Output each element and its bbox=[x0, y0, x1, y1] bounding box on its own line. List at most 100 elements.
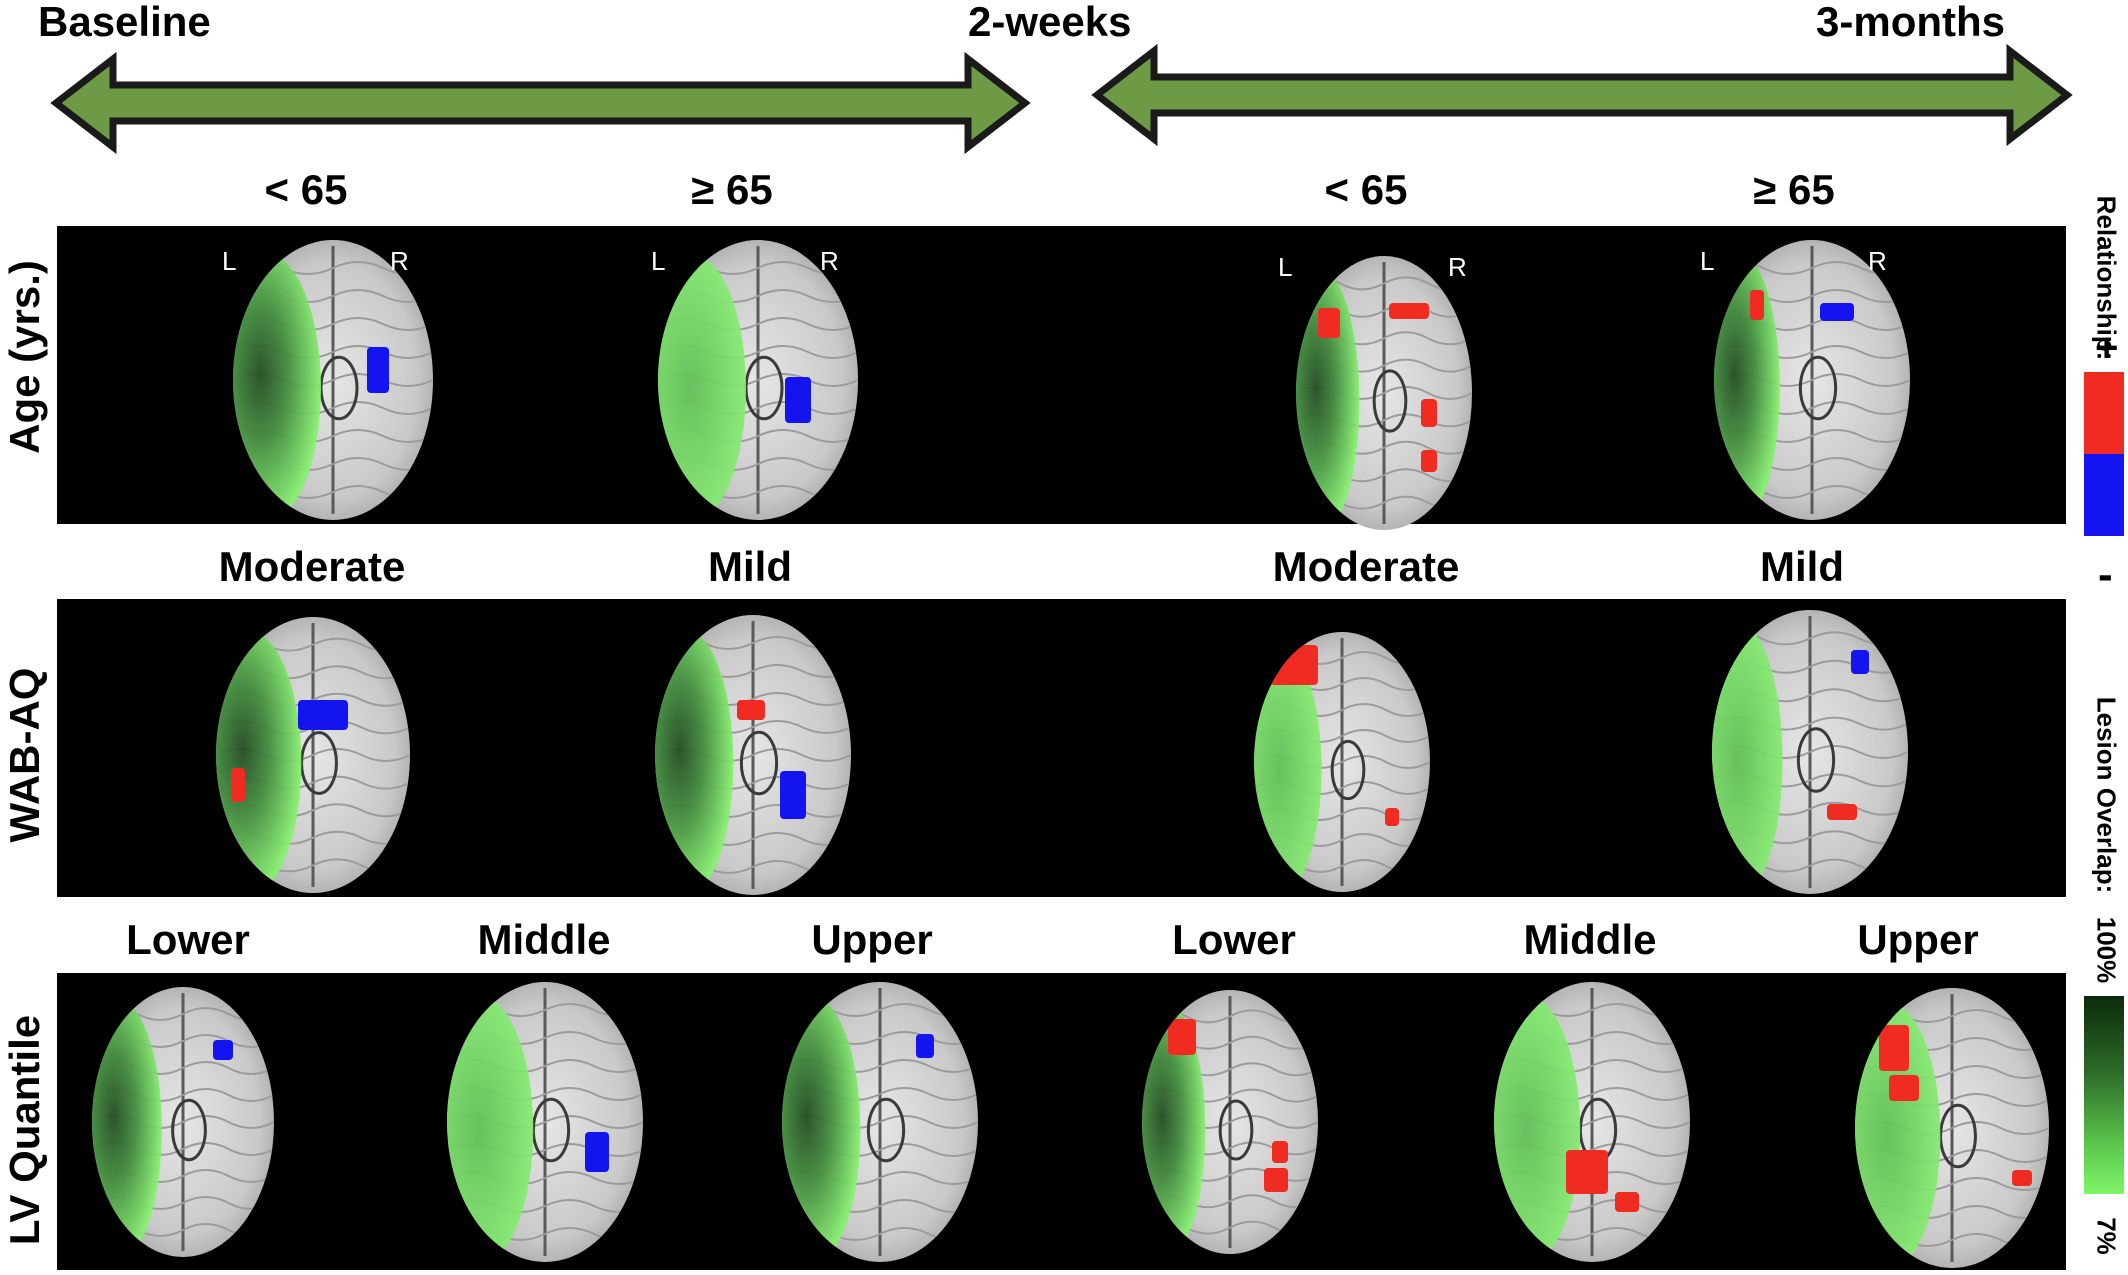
legend-negative-swatch bbox=[2084, 454, 2124, 536]
lesion-overlap bbox=[1494, 995, 1581, 1262]
positive-cluster bbox=[231, 768, 245, 802]
lesion-overlap bbox=[655, 628, 734, 895]
col-wab-mild-3months: Mild bbox=[1760, 543, 1844, 590]
lesion-overlap bbox=[782, 995, 861, 1262]
col-lv-lower-baseline: Lower bbox=[126, 916, 250, 963]
positive-cluster bbox=[1750, 290, 1764, 320]
brain-lv-lower-3months bbox=[1142, 990, 1318, 1254]
brain-lv-middle-baseline bbox=[447, 982, 643, 1262]
timeline-arrows bbox=[50, 43, 2073, 155]
ventricle bbox=[300, 731, 338, 795]
negative-cluster bbox=[780, 771, 806, 819]
legend-overlap-gradient bbox=[2084, 996, 2124, 1194]
col-wab-moderate-3months: Moderate bbox=[1272, 543, 1460, 590]
brain-age-over65-baseline bbox=[658, 240, 858, 520]
positive-cluster bbox=[1389, 303, 1429, 319]
positive-cluster bbox=[1566, 1150, 1608, 1194]
timeline-two-weeks: 2-weeks bbox=[968, 0, 1132, 45]
ventricle bbox=[1330, 739, 1366, 801]
legend-overlap-label: Lesion Overlap: bbox=[2091, 696, 2122, 894]
hemisphere-right-4: R bbox=[1868, 246, 1887, 276]
positive-cluster bbox=[1385, 808, 1399, 826]
hemisphere-right-2: R bbox=[820, 246, 839, 276]
col-age-over65-3months: ≥ 65 bbox=[1753, 166, 1835, 213]
col-age-over65-baseline: ≥ 65 bbox=[691, 166, 773, 213]
col-lv-lower-3months: Lower bbox=[1172, 916, 1296, 963]
lesion-overlap bbox=[658, 253, 746, 520]
positive-cluster bbox=[1879, 1025, 1909, 1071]
negative-cluster bbox=[1851, 650, 1869, 674]
col-age-under65-3months: < 65 bbox=[1324, 166, 1408, 213]
positive-cluster bbox=[1421, 450, 1437, 472]
positive-cluster bbox=[1615, 1192, 1639, 1212]
brain-age-over65-3months bbox=[1714, 240, 1910, 520]
lesion-overlap bbox=[216, 630, 302, 893]
col-lv-middle-baseline: Middle bbox=[477, 916, 611, 963]
positive-cluster bbox=[1827, 804, 1857, 820]
negative-cluster bbox=[1820, 303, 1854, 321]
col-lv-upper-3months: Upper bbox=[1857, 916, 1979, 963]
col-lv-middle-3months: Middle bbox=[1523, 916, 1657, 963]
brain-lv-upper-baseline bbox=[782, 982, 978, 1262]
col-wab-mild-baseline: Mild bbox=[708, 543, 792, 590]
brain-lv-middle-3months bbox=[1494, 982, 1690, 1262]
lesion-overlap bbox=[92, 1000, 162, 1257]
legend-max-label: 100% bbox=[2091, 916, 2122, 984]
col-lv-upper-baseline: Upper bbox=[811, 916, 933, 963]
ventricle bbox=[739, 730, 779, 796]
hemisphere-left-4: L bbox=[1700, 246, 1715, 276]
hemisphere-left-1: L bbox=[222, 246, 237, 276]
negative-cluster bbox=[298, 700, 348, 730]
brain-lv-upper-3months bbox=[1855, 988, 2049, 1268]
col-age-under65-baseline: < 65 bbox=[264, 166, 348, 213]
negative-cluster bbox=[916, 1034, 934, 1058]
lesion-overlap bbox=[1712, 623, 1783, 894]
negative-cluster bbox=[785, 377, 811, 423]
ventricle bbox=[1218, 1099, 1254, 1161]
col-wab-moderate-baseline: Moderate bbox=[218, 543, 406, 590]
panel-lv bbox=[57, 973, 2066, 1270]
hemisphere-right-1: R bbox=[390, 246, 409, 276]
ventricle bbox=[1796, 727, 1836, 793]
positive-cluster bbox=[1421, 399, 1437, 427]
negative-cluster bbox=[367, 347, 389, 393]
brain-lv-lower-baseline bbox=[92, 987, 274, 1257]
brain-age-under65-baseline bbox=[233, 240, 433, 520]
arrow-baseline-to-2weeks bbox=[50, 51, 1031, 155]
brain-age-under65-3months bbox=[1296, 256, 1472, 530]
timeline-baseline: Baseline bbox=[38, 0, 211, 45]
negative-cluster bbox=[213, 1040, 233, 1060]
arrow-2weeks-to-3months bbox=[1091, 43, 2073, 147]
legend-positive-swatch bbox=[2084, 372, 2124, 454]
legend-minus: - bbox=[2098, 550, 2113, 599]
ventricle bbox=[171, 1098, 207, 1162]
positive-cluster bbox=[1264, 1168, 1288, 1192]
lesion-overlap bbox=[447, 995, 534, 1262]
positive-cluster bbox=[2012, 1170, 2032, 1186]
lesion-overlap bbox=[233, 253, 321, 520]
positive-cluster bbox=[1272, 1141, 1288, 1163]
ventricle bbox=[1798, 355, 1838, 421]
ventricle bbox=[1939, 1103, 1977, 1169]
ventricle bbox=[1372, 369, 1408, 433]
timeline-three-months: 3-months bbox=[1816, 0, 2005, 45]
positive-cluster bbox=[1318, 308, 1340, 338]
lesion-overlap bbox=[1714, 253, 1780, 520]
negative-cluster bbox=[585, 1132, 609, 1172]
ventricle bbox=[531, 1097, 571, 1163]
hemisphere-right-3: R bbox=[1448, 252, 1467, 282]
brain-wab-mild-3months bbox=[1712, 610, 1908, 894]
positive-cluster bbox=[1889, 1075, 1919, 1101]
hemisphere-left-2: L bbox=[651, 246, 666, 276]
positive-cluster bbox=[1168, 1019, 1196, 1055]
ventricle bbox=[866, 1097, 906, 1163]
hemisphere-left-3: L bbox=[1278, 252, 1293, 282]
positive-cluster bbox=[1270, 645, 1318, 685]
brain-wab-moderate-baseline bbox=[216, 617, 410, 893]
positive-cluster bbox=[737, 700, 765, 720]
legend-plus: + bbox=[2095, 326, 2119, 370]
brain-wab-moderate-3months bbox=[1254, 632, 1430, 892]
brain-wab-mild-baseline bbox=[655, 615, 851, 895]
legend-min-label: 7% bbox=[2091, 1217, 2122, 1255]
